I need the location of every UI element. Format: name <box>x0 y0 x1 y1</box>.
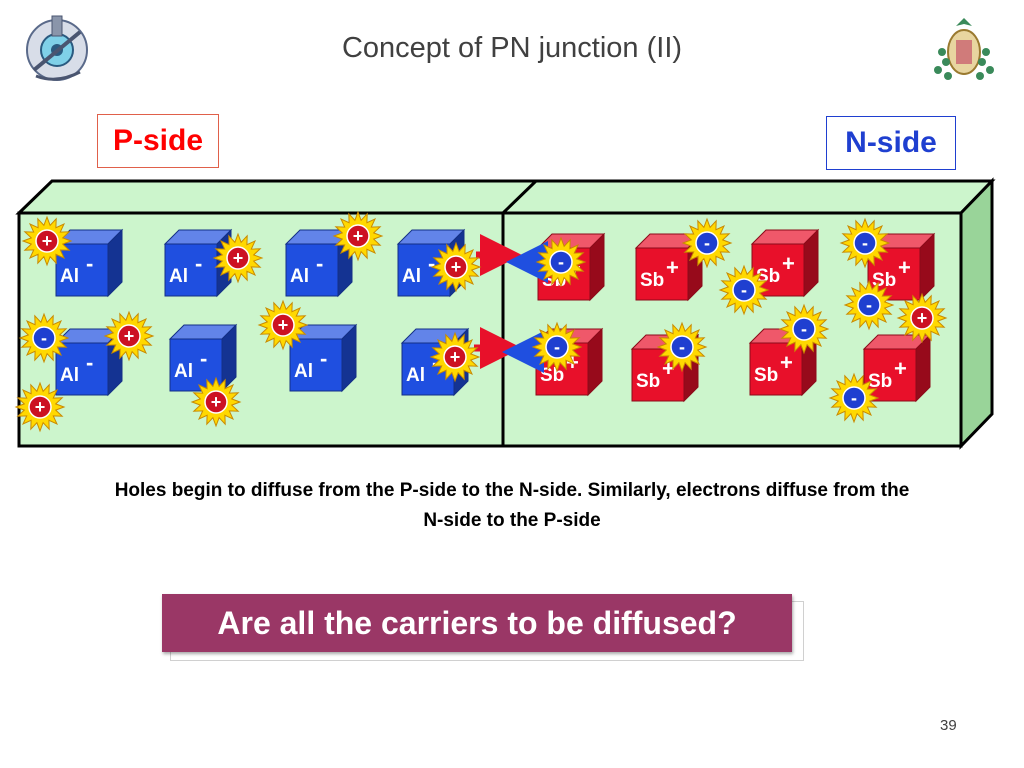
atom-charge: - <box>195 251 202 276</box>
electron-carrier: - <box>681 217 733 269</box>
carrier-sign: + <box>124 326 135 346</box>
acceptor-atom-cube: Al- <box>288 323 358 393</box>
atom-symbol: Al <box>294 361 313 382</box>
electron-carrier: - <box>778 303 830 355</box>
page-number: 39 <box>940 717 957 734</box>
hole-carrier: + <box>332 210 384 262</box>
n-side-label: N-side <box>826 116 956 170</box>
atom-symbol: Al <box>402 266 421 287</box>
electron-carrier: - <box>535 236 587 288</box>
electron-carrier: - <box>18 312 70 364</box>
hole-carrier: + <box>14 381 66 433</box>
acceptor-atom-cube: Al- <box>168 323 238 393</box>
atom-symbol: Sb <box>754 365 778 386</box>
atom-charge: - <box>316 251 323 276</box>
atom-symbol: Al <box>406 365 425 386</box>
hole-carrier: + <box>21 215 73 267</box>
question-banner: Are all the carriers to be diffused? <box>162 594 792 652</box>
carrier-sign: - <box>851 388 857 408</box>
atom-charge: - <box>200 346 207 371</box>
atom-charge: + <box>780 350 793 375</box>
electron-carrier: - <box>656 321 708 373</box>
carrier-sign: + <box>211 392 222 412</box>
junction-top-edge <box>501 179 538 215</box>
electron-carrier: - <box>843 279 895 331</box>
carrier-sign: - <box>679 337 685 357</box>
carrier-sign: - <box>866 295 872 315</box>
atom-charge: - <box>320 346 327 371</box>
atom-symbol: Sb <box>540 365 564 386</box>
hole-carrier: + <box>103 310 155 362</box>
carrier-sign: + <box>278 315 289 335</box>
carrier-sign: - <box>704 233 710 253</box>
atom-charge: - <box>86 251 93 276</box>
atom-symbol: Al <box>290 266 309 287</box>
atom-charge: - <box>432 350 439 375</box>
carrier-sign: - <box>554 337 560 357</box>
atom-symbol: Al <box>60 266 79 287</box>
acceptor-atom-cube: Al- <box>163 228 233 298</box>
carrier-sign: + <box>35 397 46 417</box>
slab-top-face <box>15 179 996 215</box>
hole-carrier: + <box>190 376 242 428</box>
hole-carrier: + <box>430 241 482 293</box>
atom-charge: + <box>666 255 679 280</box>
acceptor-atom-cube: Al- <box>284 228 354 298</box>
pn-junction-diagram: Al-Al-Al-Al-Al-Al-Al-Al-Sb+Sb+Sb+Sb+Sb+S… <box>14 177 996 450</box>
carrier-sign: + <box>917 308 928 328</box>
acceptor-atom-cube: Al- <box>54 327 124 397</box>
hole-carrier: + <box>257 299 309 351</box>
carrier-sign: + <box>353 226 364 246</box>
atom-symbol: Sb <box>868 371 892 392</box>
p-side-label: P-side <box>97 114 219 168</box>
atom-charge: - <box>86 350 93 375</box>
slab-side-face <box>959 177 994 450</box>
atom-charge: + <box>894 356 907 381</box>
atom-symbol: Sb <box>640 270 664 291</box>
carrier-sign: - <box>41 328 47 348</box>
slide-title: Concept of PN junction (II) <box>341 32 683 64</box>
university-crest-icon <box>934 18 994 80</box>
caption: Holes begin to diffuse from the P-side t… <box>20 476 1004 536</box>
electron-carrier: - <box>531 321 583 373</box>
carrier-sign: - <box>801 319 807 339</box>
atom-symbol: Al <box>174 361 193 382</box>
caption-line-2: N-side to the P-side <box>423 510 601 531</box>
hole-carrier: + <box>212 232 264 284</box>
carrier-sign: + <box>233 248 244 268</box>
caption-line-1: Holes begin to diffuse from the P-side t… <box>114 480 910 501</box>
electron-carrier: - <box>828 372 880 424</box>
atom-symbol: Al <box>60 365 79 386</box>
carrier-sign: - <box>558 252 564 272</box>
atom-charge: + <box>662 356 675 381</box>
electron-carrier: - <box>839 217 891 269</box>
donor-atom-cube: Sb+ <box>748 327 818 397</box>
carrier-sign: - <box>741 280 747 300</box>
atom-charge: + <box>782 251 795 276</box>
atom-charge: + <box>898 255 911 280</box>
atom-charge: - <box>428 251 435 276</box>
carrier-sign: - <box>862 233 868 253</box>
carrier-sign: + <box>450 347 461 367</box>
carrier-sign: + <box>451 257 462 277</box>
donor-atom-cube: Sb+ <box>750 228 820 298</box>
electron-carrier: - <box>718 264 770 316</box>
acceptor-atom-cube: Al- <box>54 228 124 298</box>
hole-carrier: + <box>896 292 948 344</box>
hole-carrier: + <box>429 331 481 383</box>
engineering-school-emblem-icon <box>26 15 88 81</box>
donor-atom-cube: Sb+ <box>862 333 932 403</box>
carrier-sign: + <box>42 231 53 251</box>
atom-symbol: Sb <box>636 371 660 392</box>
atom-symbol: Al <box>169 266 188 287</box>
